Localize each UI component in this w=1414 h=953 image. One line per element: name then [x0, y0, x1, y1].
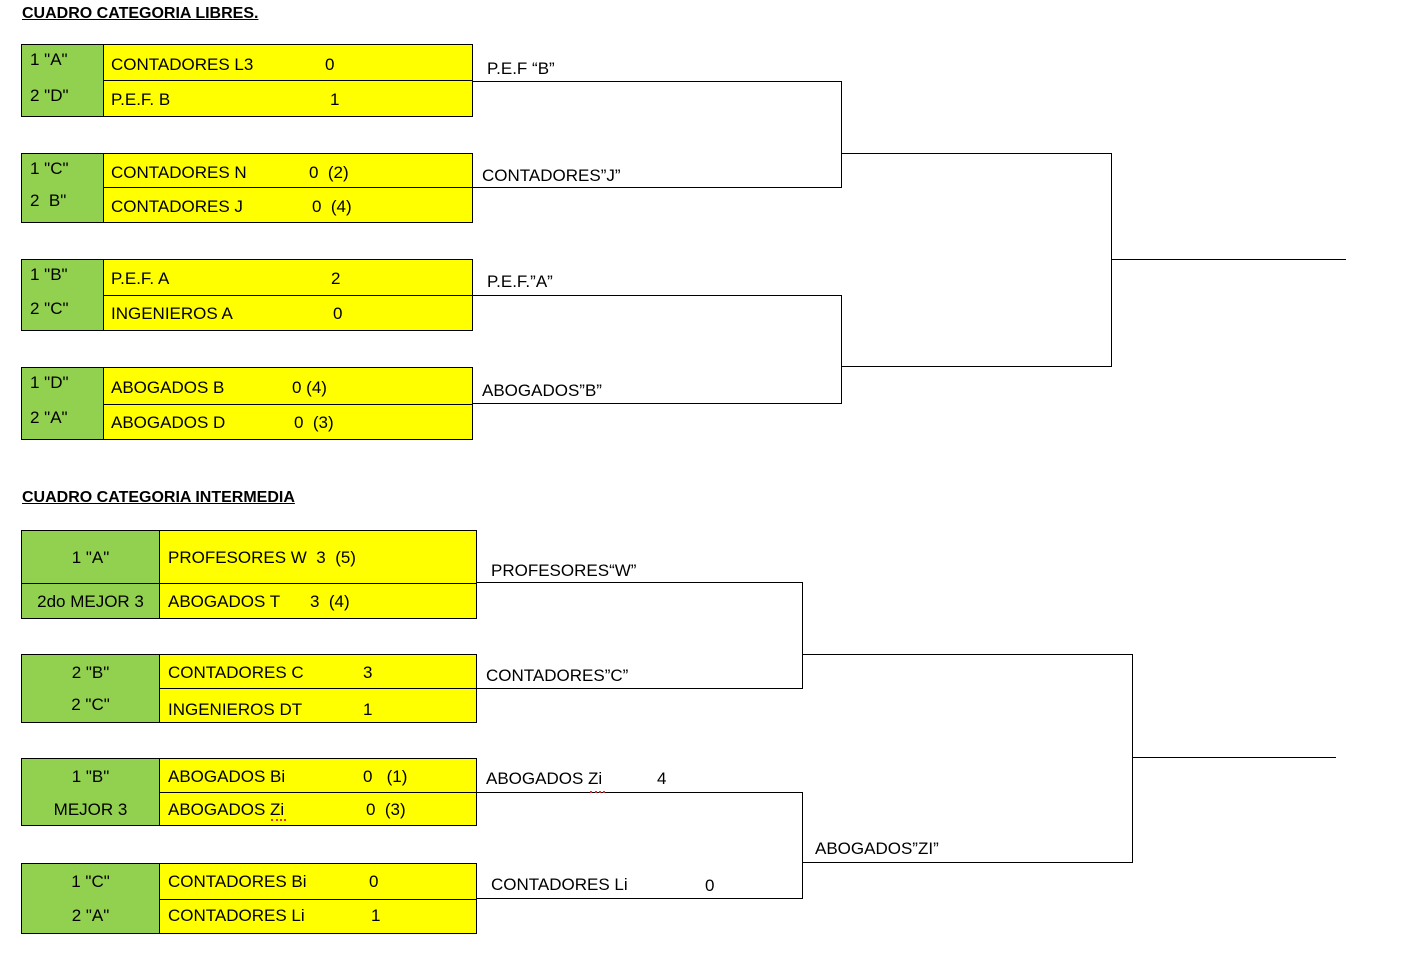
- match-box: 1 "A" 2 "D" CONTADORES L3 0 P.E.F. B 1: [21, 44, 473, 117]
- team-name: CONTADORES N: [111, 163, 247, 182]
- team-score: 0 (4): [312, 197, 352, 216]
- bracket-line: [477, 688, 803, 689]
- winner-label: CONTADORES Li: [491, 875, 628, 894]
- winner-label: P.E.F “B”: [487, 59, 555, 78]
- match-box: 1 "B" 2 "C" P.E.F. A 2 INGENIEROS A 0: [21, 259, 473, 331]
- team-name: ABOGADOS Zi: [168, 800, 285, 819]
- team-score: 0: [325, 55, 335, 74]
- group-column: [22, 655, 160, 722]
- team-name: P.E.F. B: [111, 90, 171, 109]
- match-box: 1 "C" 2 "A" CONTADORES Bi 0 CONTADORES L…: [21, 863, 477, 934]
- winner-score: 4: [657, 769, 667, 788]
- bracket-line: [1132, 654, 1133, 863]
- team-score: 2: [331, 269, 341, 288]
- bracket-line: [1111, 153, 1112, 367]
- group-seed: 2do MEJOR 3: [37, 592, 144, 611]
- team-score: 0 (2): [309, 163, 349, 182]
- libres-title: CUADRO CATEGORIA LIBRES.: [22, 5, 259, 22]
- spellcheck-squiggle: [271, 817, 286, 821]
- team-name: INGENIEROS DT: [168, 700, 303, 719]
- bracket-line: [841, 153, 1112, 154]
- bracket-line: [477, 898, 803, 899]
- team-score: 0: [333, 304, 343, 323]
- bracket-line: [841, 366, 1112, 367]
- group-seed: 2 "B": [71, 663, 110, 682]
- bracket-line: [802, 654, 1133, 655]
- team-name: CONTADORES J: [111, 197, 243, 216]
- match-box: 1 "D" 2 "A" ABOGADOS B 0 (4) ABOGADOS D …: [21, 367, 473, 440]
- team-score: 3: [363, 663, 373, 682]
- group-column: [22, 531, 160, 618]
- winner-score: 0: [705, 876, 715, 895]
- group-column: [22, 154, 104, 222]
- group-seed: 2 "A": [30, 408, 68, 427]
- team-score: 0 (3): [366, 800, 406, 819]
- bracket-line: [802, 862, 1133, 863]
- winner-label: CONTADORES”J”: [482, 166, 621, 185]
- group-seed: 1 "B": [30, 265, 68, 284]
- team-name: INGENIEROS A: [111, 304, 233, 323]
- group-seed: 2 "A": [71, 906, 110, 925]
- winner-label: ABOGADOS”B”: [482, 381, 602, 400]
- match-box: 1 "B" MEJOR 3 ABOGADOS Bi 0 (1) ABOGADOS…: [21, 758, 477, 826]
- bracket-line: [802, 792, 803, 899]
- team-name: ABOGADOS Bi: [168, 767, 286, 786]
- group-seed: MEJOR 3: [53, 800, 128, 819]
- team-score: 3 (4): [310, 592, 350, 611]
- team-score: 1: [371, 906, 381, 925]
- winner-label: P.E.F.”A”: [487, 272, 553, 291]
- team-name: PROFESORES W 3 (5): [168, 548, 356, 567]
- intermedia-title: CUADRO CATEGORIA INTERMEDIA: [22, 489, 295, 506]
- group-column: [22, 864, 160, 933]
- bracket-final-line: [1111, 259, 1346, 260]
- bracket-line: [841, 81, 842, 188]
- spellcheck-squiggle: [590, 789, 605, 793]
- group-seed: 2 "C": [30, 299, 69, 318]
- team-score: 0 (3): [294, 413, 334, 432]
- winner-label: PROFESORES“W”: [491, 561, 637, 580]
- team-score: 1: [330, 90, 340, 109]
- semi-winner-label: ABOGADOS”ZI”: [815, 839, 939, 858]
- winner-label: CONTADORES”C”: [486, 666, 629, 685]
- team-name: CONTADORES Bi: [168, 872, 307, 891]
- team-name: CONTADORES Li: [168, 906, 305, 925]
- group-seed: 1 "B": [71, 767, 110, 786]
- team-name: ABOGADOS B: [111, 378, 225, 397]
- group-seed: 2 "C": [71, 695, 110, 714]
- bracket-line: [477, 792, 803, 793]
- team-score: 1: [363, 700, 373, 719]
- bracket-line: [802, 582, 803, 689]
- group-column: [22, 368, 104, 439]
- match-box: 1 "C" 2 B" CONTADORES N 0 (2) CONTADORES…: [21, 153, 473, 223]
- bracket-line: [473, 81, 842, 82]
- team-name: CONTADORES C: [168, 663, 304, 682]
- match-box: 2 "B" 2 "C" CONTADORES C 3 INGENIEROS DT…: [21, 654, 477, 723]
- bracket-line: [473, 403, 842, 404]
- group-seed: 1 "C": [30, 159, 69, 178]
- group-seed: 1 "A": [30, 50, 68, 69]
- team-name: ABOGADOS T: [168, 592, 281, 611]
- bracket-line: [477, 582, 803, 583]
- group-seed: 1 "C": [71, 872, 110, 891]
- group-seed: 1 "D": [30, 373, 69, 392]
- bracket-line: [473, 295, 842, 296]
- team-name: P.E.F. A: [111, 269, 170, 288]
- bracket-line: [841, 295, 842, 404]
- match-box: 1 "A" 2do MEJOR 3 PROFESORES W 3 (5) ABO…: [21, 530, 477, 619]
- group-seed: 2 "D": [30, 86, 69, 105]
- team-score: 0: [369, 872, 379, 891]
- bracket-line: [473, 187, 842, 188]
- team-name: CONTADORES L3: [111, 55, 254, 74]
- team-name: ABOGADOS D: [111, 413, 226, 432]
- group-seed: 1 "A": [71, 548, 110, 567]
- winner-label: ABOGADOS Zi: [486, 769, 603, 788]
- bracket-final-line: [1132, 757, 1336, 758]
- team-score: 0 (4): [292, 378, 327, 397]
- team-score: 0 (1): [363, 767, 408, 786]
- group-seed: 2 B": [30, 191, 67, 210]
